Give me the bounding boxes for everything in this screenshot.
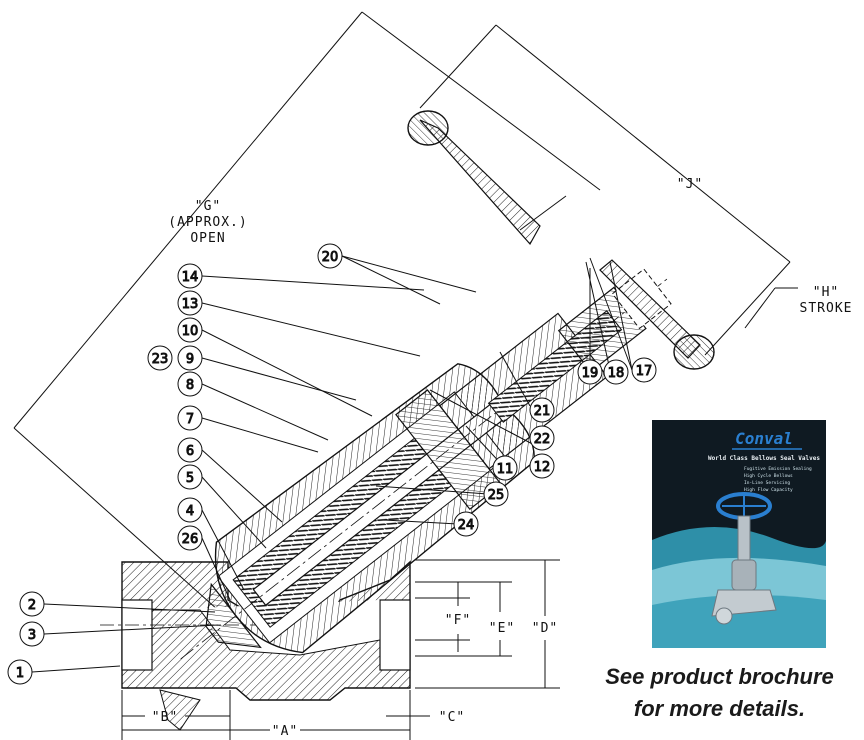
svg-text:23: 23	[152, 352, 169, 367]
svg-text:3: 3	[28, 628, 36, 643]
balloon-1: 1	[7, 659, 33, 685]
svg-text:17: 17	[636, 364, 653, 379]
balloon-22: 22	[529, 425, 555, 451]
balloon-13: 13	[177, 290, 203, 316]
svg-text:25: 25	[488, 488, 505, 503]
brochure-headline: World Class Bellows Seal Valves	[708, 455, 820, 462]
svg-text:1: 1	[16, 666, 24, 681]
dim-b-label: "B"	[152, 710, 178, 725]
brochure-bullet: Fugitive Emission Sealing	[744, 466, 812, 472]
dimension-labels: "G" (APPROX.) OPEN "J" "H" STROKE "A" "B…	[152, 177, 853, 739]
balloon-20: 20	[317, 243, 343, 269]
balloon-23: 23	[147, 345, 173, 371]
svg-text:26: 26	[182, 532, 199, 547]
svg-text:8: 8	[186, 378, 194, 393]
balloons: 1 2 3 26 4 5 6 7 8 23 9 10 13 14 20 19 1…	[7, 243, 657, 685]
dim-g-approx: (APPROX.)	[168, 215, 247, 230]
dim-j-label: "J"	[677, 177, 703, 192]
balloon-19: 19	[577, 359, 603, 385]
svg-text:10: 10	[182, 324, 199, 339]
svg-text:11: 11	[497, 462, 514, 477]
balloon-leaders	[31, 255, 633, 673]
brochure-bullet: In-Line Servicing	[744, 480, 790, 486]
svg-text:20: 20	[322, 250, 339, 265]
dim-a-label: "A"	[272, 724, 298, 739]
balloon-17: 17	[631, 357, 657, 383]
balloon-4: 4	[177, 497, 203, 523]
balloon-9: 9	[177, 345, 203, 371]
balloon-10: 10	[177, 317, 203, 343]
balloon-24: 24	[453, 511, 479, 537]
balloon-21: 21	[529, 397, 555, 423]
svg-text:19: 19	[582, 366, 599, 381]
dim-c-label: "C"	[439, 710, 465, 725]
dim-h-stroke: STROKE	[800, 301, 853, 316]
brochure-bullet: High Flow Capacity	[744, 487, 793, 493]
balloon-26: 26	[177, 525, 203, 551]
brochure-brand: Conval	[735, 429, 793, 448]
balloon-8: 8	[177, 371, 203, 397]
dim-d-label: "D"	[532, 621, 558, 636]
balloon-6: 6	[177, 437, 203, 463]
brochure-cta-line1: See product brochure	[605, 664, 834, 689]
bonnet-assembly	[180, 268, 672, 660]
svg-text:5: 5	[186, 471, 194, 486]
svg-text:14: 14	[182, 270, 199, 285]
balloon-3: 3	[19, 621, 45, 647]
dim-e-label: "E"	[489, 621, 515, 636]
dim-g-label: "G"	[195, 199, 221, 214]
dim-f-label: "F"	[445, 613, 471, 628]
dim-g-open: OPEN	[190, 231, 225, 246]
balloon-11: 11	[492, 455, 518, 481]
handwheel	[407, 110, 715, 370]
svg-text:4: 4	[186, 504, 194, 519]
brochure-bullet: High Cycle Bellows	[744, 473, 793, 479]
svg-text:24: 24	[458, 518, 475, 533]
dimension-lines	[13, 11, 798, 740]
svg-text:6: 6	[186, 444, 194, 459]
balloon-12: 12	[529, 453, 555, 479]
balloon-7: 7	[177, 405, 203, 431]
svg-text:9: 9	[186, 352, 194, 367]
svg-text:18: 18	[608, 366, 625, 381]
balloon-18: 18	[603, 359, 629, 385]
svg-text:22: 22	[534, 432, 551, 447]
brochure-cta-line2: for more details.	[633, 696, 806, 721]
balloon-5: 5	[177, 464, 203, 490]
balloon-14: 14	[177, 263, 203, 289]
svg-text:7: 7	[186, 412, 194, 427]
product-brochure-thumbnail[interactable]: Conval World Class Bellows Seal Valves F…	[652, 420, 826, 648]
balloon-25: 25	[483, 481, 509, 507]
svg-text:12: 12	[534, 460, 551, 475]
svg-text:13: 13	[182, 297, 199, 312]
dim-h-label: "H"	[813, 285, 839, 300]
balloon-2: 2	[19, 591, 45, 617]
svg-text:21: 21	[534, 404, 551, 419]
svg-text:2: 2	[28, 598, 36, 613]
